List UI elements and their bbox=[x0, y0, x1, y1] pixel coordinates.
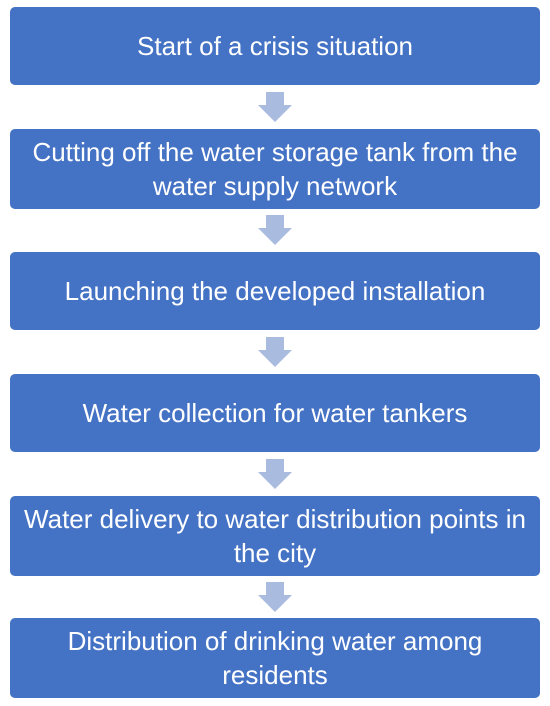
down-arrow-icon bbox=[258, 337, 292, 367]
flowchart-step-water-collection: Water collection for water tankers bbox=[10, 374, 540, 452]
flowchart-step-distribution: Distribution of drinking water among res… bbox=[10, 618, 540, 698]
flowchart-step-cut-off-tank: Cutting off the water storage tank from … bbox=[10, 129, 540, 209]
step-label: Cutting off the water storage tank from … bbox=[32, 137, 518, 201]
down-arrow-icon bbox=[258, 582, 292, 612]
step-label: Distribution of drinking water among res… bbox=[67, 626, 483, 690]
down-arrow-icon bbox=[258, 215, 292, 245]
flowchart-step-water-delivery: Water delivery to water distribution poi… bbox=[10, 496, 540, 576]
step-label: Water delivery to water distribution poi… bbox=[24, 504, 526, 568]
step-label: Launching the developed installation bbox=[64, 276, 486, 306]
flowchart-step-start-crisis: Start of a crisis situation bbox=[10, 7, 540, 85]
down-arrow-icon bbox=[258, 92, 292, 122]
down-arrow-icon bbox=[258, 459, 292, 489]
step-label: Water collection for water tankers bbox=[82, 398, 468, 428]
flowchart-step-launch-installation: Launching the developed installation bbox=[10, 252, 540, 330]
step-label: Start of a crisis situation bbox=[137, 31, 413, 61]
